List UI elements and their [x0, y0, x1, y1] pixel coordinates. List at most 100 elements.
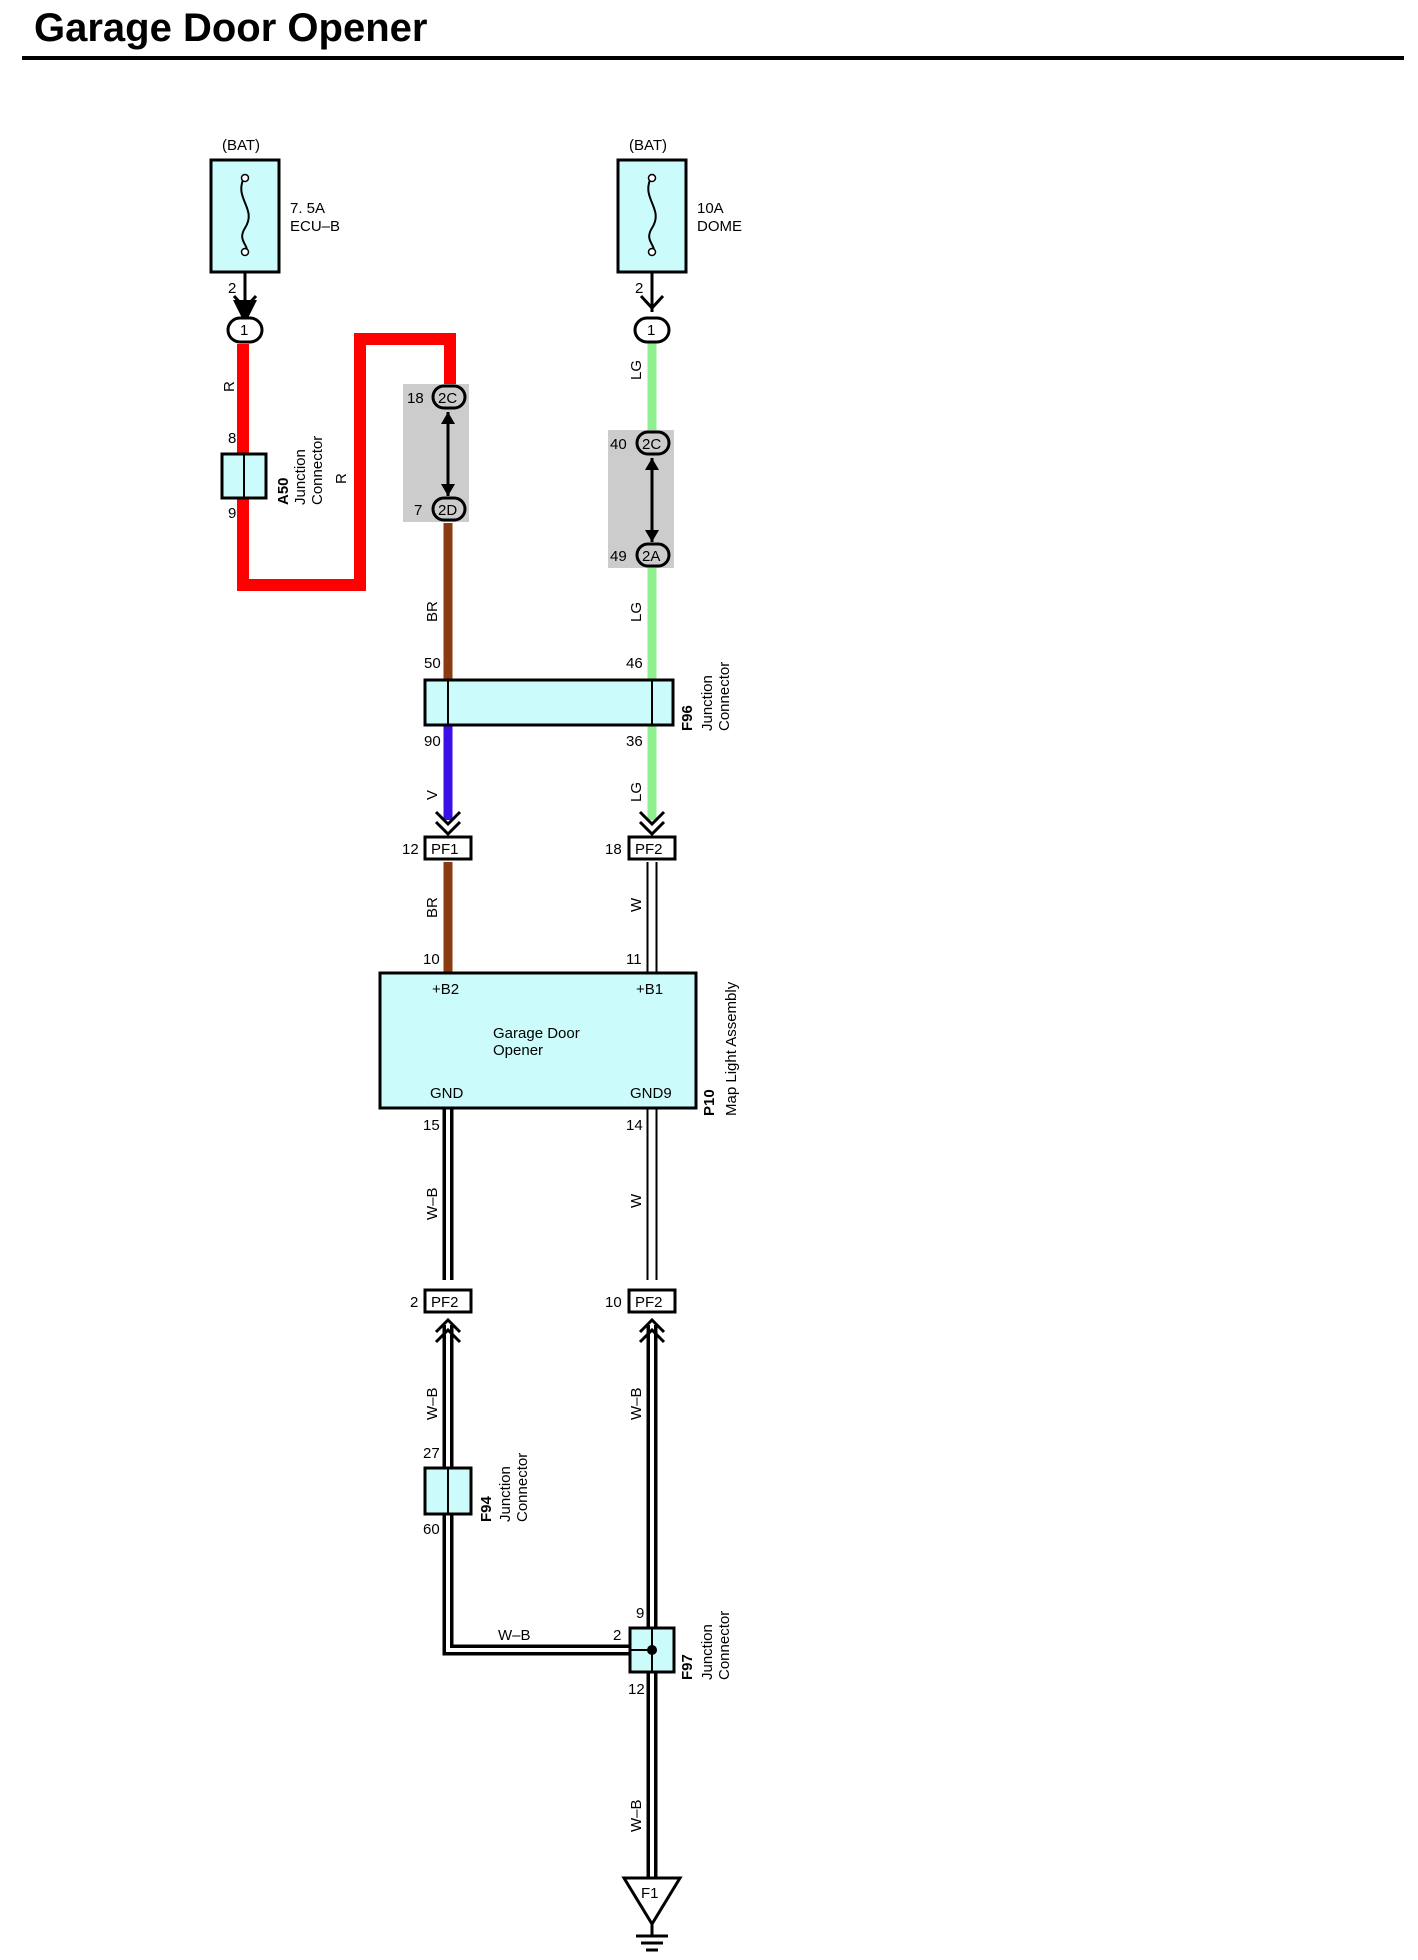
inline-right-pin-top: 40 — [610, 436, 627, 453]
f97-junction-connector: 9 2 12 F97 Junction Connector — [613, 1605, 733, 1698]
wire-label-wb-1: W–B — [424, 1187, 441, 1220]
f94-junction-connector: 27 60 F94 Junction Connector — [423, 1445, 531, 1538]
a50-type1: Junction — [292, 449, 309, 505]
wire-label-wb-3: W–B — [628, 1387, 645, 1420]
wire-label-v: V — [424, 790, 441, 800]
inline-left-conn-top: 2C — [438, 390, 457, 407]
fuse-ecu-b: (BAT) 7. 5A ECU–B 2 1 — [209, 137, 340, 344]
ground-name: F1 — [641, 1885, 659, 1902]
p10-map-light-assembly: 10 11 +B2 +B1 Garage Door Opener GND GND… — [378, 951, 740, 1134]
f97-type2: Connector — [716, 1611, 733, 1680]
wire-label-wb-h: W–B — [498, 1627, 531, 1644]
fuse-2-pin: 2 — [635, 280, 643, 297]
fuse-1-name: ECU–B — [290, 218, 340, 235]
f97-pin-9: 9 — [636, 1605, 644, 1622]
wire-red — [237, 333, 456, 591]
pf2-top-box — [627, 835, 677, 861]
fuse-1-bat-label: (BAT) — [222, 137, 260, 154]
f96-pin-50: 50 — [424, 655, 441, 672]
f96-pin-90: 90 — [424, 733, 441, 750]
pf2-br-pin: 10 — [605, 1294, 622, 1311]
f97-type1: Junction — [699, 1624, 716, 1680]
wire-label-r-2: R — [333, 473, 350, 484]
f96-code: F96 — [679, 705, 696, 731]
p10-line2: Opener — [493, 1042, 543, 1059]
page-title: Garage Door Opener — [34, 6, 428, 50]
title-rule — [22, 56, 1404, 60]
f94-pin-27: 27 — [423, 1445, 440, 1462]
pf1-pin: 12 — [402, 841, 419, 858]
inline-left-pin-top: 18 — [407, 390, 424, 407]
p10-code: P10 — [701, 1089, 718, 1116]
f97-code: F97 — [679, 1654, 696, 1680]
f96-junction-connector: 50 46 90 36 F96 Junction Connector — [423, 655, 733, 750]
a50-junction-connector: 8 9 A50 Junction Connector — [220, 430, 326, 522]
fuse-2-conn-label: 1 — [647, 322, 655, 339]
inline-right-conn-bot: 2A — [642, 548, 660, 565]
a50-code: A50 — [275, 477, 292, 505]
pf2-top-name: PF2 — [635, 841, 663, 858]
inline-connector-right: 2C 40 2A 49 — [608, 430, 674, 568]
inline-left-pin-bot: 7 — [414, 502, 422, 519]
p10-line1: Garage Door — [493, 1025, 580, 1042]
fuse-1-pin: 2 — [228, 280, 236, 297]
p10-pin-15: 15 — [423, 1117, 440, 1134]
pf1-connector: PF1 12 — [402, 810, 473, 861]
inline-left-conn-bot: 2D — [438, 502, 457, 519]
f94-pin-60: 60 — [423, 1521, 440, 1538]
a50-pin-out: 9 — [228, 505, 236, 522]
f97-pin-12: 12 — [628, 1681, 645, 1698]
pf2-br-name: PF2 — [635, 1294, 663, 1311]
wire-label-br-2: BR — [424, 897, 441, 918]
wire-wb-2 — [442, 1325, 640, 1656]
fuse-2-name: DOME — [697, 218, 742, 235]
fuse-2-connector — [633, 316, 671, 344]
p10-terminal-gnd9: GND9 — [630, 1085, 672, 1102]
pf1-name: PF1 — [431, 841, 459, 858]
f94-type2: Connector — [514, 1453, 531, 1522]
f96-pin-46: 46 — [626, 655, 643, 672]
a50-type2: Connector — [309, 436, 326, 505]
p10-terminal-b1: +B1 — [636, 981, 663, 998]
p10-desc: Map Light Assembly — [723, 981, 740, 1116]
inline-right-conn-top: 2C — [642, 436, 661, 453]
wire-label-lg-2: LG — [628, 602, 645, 622]
pf2-bl-box — [423, 1288, 473, 1314]
p10-terminal-b2: +B2 — [432, 981, 459, 998]
pf1-box — [423, 835, 473, 861]
pf2-top-pin: 18 — [605, 841, 622, 858]
fuse-1-icon — [240, 175, 250, 255]
p10-terminal-gnd: GND — [430, 1085, 464, 1102]
ground-f1: F1 — [621, 1876, 683, 1952]
f96-type1: Junction — [699, 675, 716, 731]
a50-pin-in: 8 — [228, 430, 236, 447]
inline-right-pin-bot: 49 — [610, 548, 627, 565]
wire-label-w-2: W — [628, 1193, 645, 1208]
pf2-br-box — [627, 1288, 677, 1314]
wire-label-lg-1: LG — [628, 360, 645, 380]
pf2-bottom-right-connector: PF2 10 — [605, 1288, 677, 1344]
p10-box — [378, 971, 698, 1110]
fuse-1-connector — [226, 316, 264, 344]
p10-pin-10: 10 — [423, 951, 440, 968]
p10-pin-11: 11 — [626, 951, 642, 968]
pf2-bl-pin: 2 — [410, 1294, 418, 1311]
wire-label-w-1: W — [628, 897, 645, 912]
p10-pin-14: 14 — [626, 1117, 643, 1134]
fuse-2-rating: 10A — [697, 200, 724, 217]
fuse-2-bat-label: (BAT) — [629, 137, 667, 154]
fuse-1-rating: 7. 5A — [290, 200, 325, 217]
fuse-dome: (BAT) 10A DOME 2 1 — [616, 137, 742, 344]
pf2-bottom-left-connector: PF2 2 — [410, 1288, 473, 1344]
f96-pin-36: 36 — [626, 733, 643, 750]
f94-code: F94 — [478, 1495, 495, 1522]
pf2-bl-name: PF2 — [431, 1294, 459, 1311]
wire-label-r-1: R — [221, 381, 238, 392]
wire-label-br-1: BR — [424, 601, 441, 622]
wire-label-wb-4: W–B — [628, 1799, 645, 1832]
fuse-2-icon — [647, 175, 657, 255]
fuse-1-conn-label: 1 — [240, 322, 248, 339]
f94-type1: Junction — [497, 1466, 514, 1522]
wire-label-wb-2: W–B — [424, 1387, 441, 1420]
